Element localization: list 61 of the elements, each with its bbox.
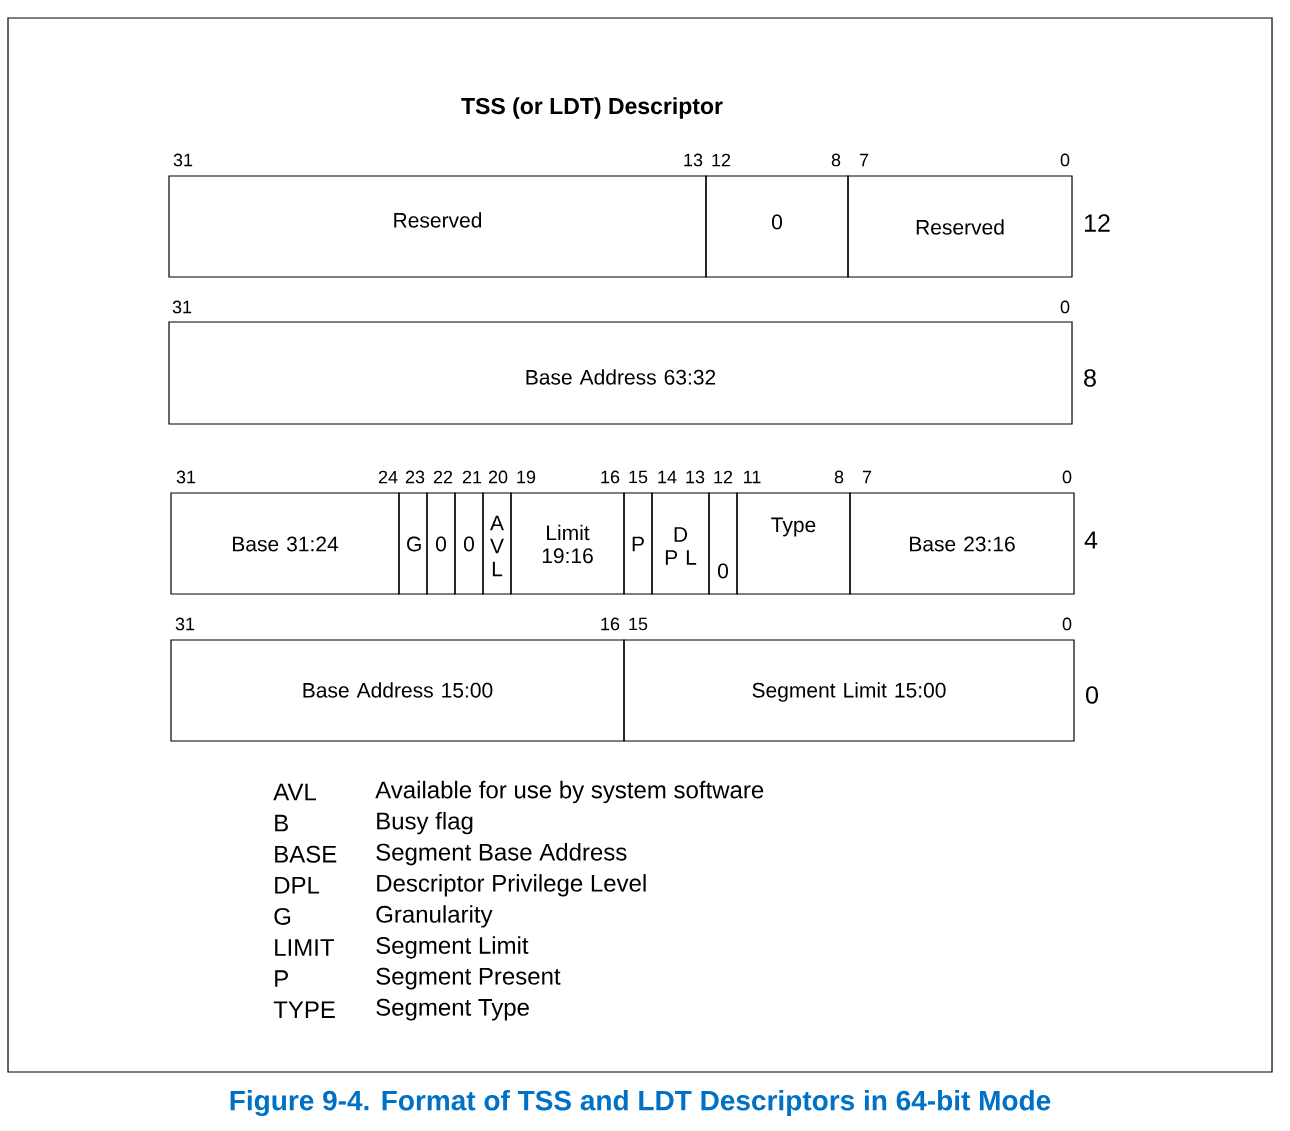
bit-number: 15 <box>629 470 648 484</box>
field-cell: Base Address 63:32 <box>168 321 1073 425</box>
bit-number: 7 <box>859 153 869 167</box>
definition-text: Segment Base Address <box>376 843 627 866</box>
field-cell: Limit 19:16 <box>510 492 625 595</box>
bit-number: 0 <box>1062 470 1072 484</box>
abbreviation: BASE <box>275 845 337 863</box>
field-cell: 0 <box>708 492 738 595</box>
definition-text: Available for use by system software <box>375 780 764 804</box>
abbreviation: G <box>274 907 291 925</box>
field-cell: 0 <box>426 492 456 595</box>
field-cell: Segment Limit 15:00 <box>623 639 1075 742</box>
bit-number: 12 <box>714 470 733 484</box>
bit-number: 13 <box>686 470 705 484</box>
bit-number: 31 <box>176 470 196 484</box>
bit-number: 31 <box>172 300 192 314</box>
field-cell: P <box>623 492 653 595</box>
abbreviation: LIMIT <box>275 939 334 956</box>
bit-number: 15 <box>629 617 648 631</box>
abbreviation: DPL <box>275 877 320 894</box>
bit-number: 0 <box>1060 300 1070 314</box>
bit-number: 24 <box>378 470 398 484</box>
definition-text: Busy flag <box>377 811 473 835</box>
bit-number: 19 <box>517 470 536 484</box>
abbreviation: TYPE <box>273 1001 335 1018</box>
definition-text: Descriptor Privilege Level <box>377 874 646 897</box>
field-cell: Type <box>736 492 851 595</box>
field-cell: Base 23:16 <box>849 492 1075 595</box>
definition-text: Segment Type <box>376 998 529 1021</box>
field-cell: Base 31:24 <box>170 492 400 595</box>
bit-number: 21 <box>462 470 482 484</box>
field-cell: 0 <box>454 492 484 595</box>
definition-text: Segment Present <box>376 967 561 990</box>
field-cell: Reserved <box>847 175 1073 278</box>
abbreviation: P <box>275 970 288 987</box>
abbreviation: B <box>275 814 288 832</box>
bit-number: 16 <box>601 470 620 484</box>
bit-number: 20 <box>488 470 508 484</box>
field-cell: D P L <box>651 492 710 595</box>
field-cell: Reserved <box>168 175 707 278</box>
field-cell: 0 <box>705 175 849 278</box>
bit-number: 22 <box>433 470 453 484</box>
bit-number: 8 <box>834 470 844 484</box>
definition-text: Segment Limit <box>376 936 529 959</box>
bit-number: 8 <box>831 153 841 167</box>
field-cell: A V L <box>482 492 512 595</box>
field-cell: Base Address 15:00 <box>170 639 625 742</box>
field-cell: G <box>398 492 428 595</box>
bit-number: 7 <box>862 470 872 484</box>
bit-number: 31 <box>175 617 195 631</box>
bit-number: 13 <box>684 153 703 167</box>
bit-number: 16 <box>601 617 620 631</box>
definition-text: Granularity <box>376 905 493 928</box>
bit-number: 0 <box>1062 617 1072 631</box>
bit-number: 23 <box>405 470 425 484</box>
caption: Figure 9-4. Format of TSS and LDT Descriptors in 64-bit Mode <box>230 1089 1051 1117</box>
bit-number: 11 <box>744 470 761 484</box>
abbreviation: AVL <box>273 783 316 801</box>
bit-number: 14 <box>658 470 677 484</box>
bit-number: 12 <box>712 153 731 167</box>
title: TSS (or LDT) Descriptor <box>461 97 723 119</box>
